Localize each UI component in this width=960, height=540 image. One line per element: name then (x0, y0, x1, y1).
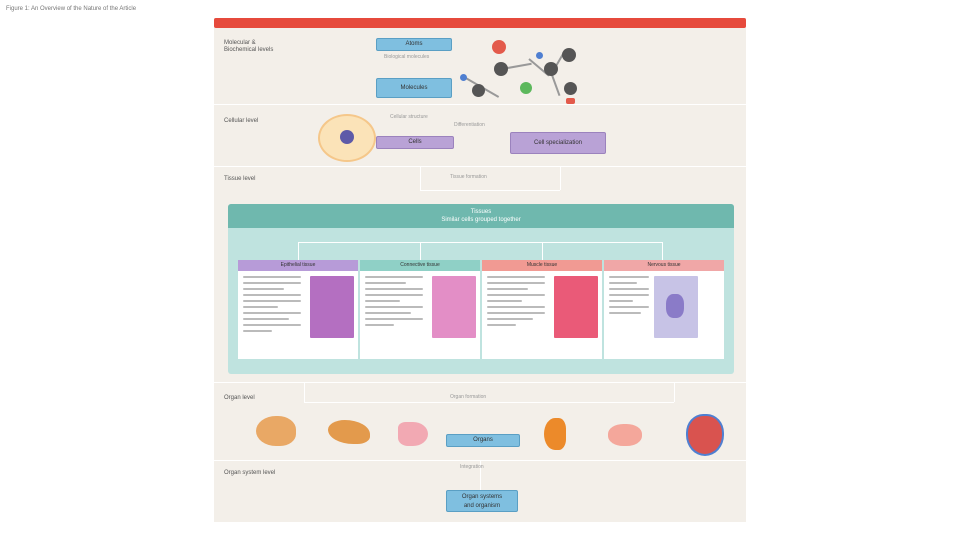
atom-icon (520, 82, 532, 94)
cells-tag: Cells (376, 136, 454, 149)
tissue-box: Tissues Similar cells grouped together E… (228, 204, 734, 374)
divider (214, 104, 746, 105)
atom-icon (494, 62, 508, 76)
atom-icon (544, 62, 558, 76)
tissue-card-title: Connective tissue (360, 260, 480, 271)
heart-icon (686, 414, 724, 456)
cell-specialization-tag: Cell specialization (510, 132, 606, 154)
atom-icon (536, 52, 543, 59)
figure-caption: Figure 1: An Overview of the Nature of t… (6, 6, 137, 12)
atom-icon (472, 84, 485, 97)
brain-icon (256, 416, 296, 446)
organ-systems-tag: Organ systems and organism (446, 490, 518, 512)
level-label-tissue: Tissue level (224, 176, 256, 182)
molecular-note: Biological molecules (384, 54, 430, 60)
organs-tag: Organs (446, 434, 520, 447)
divider (214, 382, 746, 383)
tissue-card-title: Epithelial tissue (238, 260, 358, 271)
epithelial-tissue-image (310, 276, 354, 338)
tissue-header-subtitle: Similar cells grouped together (441, 217, 521, 223)
atoms-tag: Atoms (376, 38, 452, 51)
tissue-card-nervous: Nervous tissue (604, 260, 724, 364)
organ-note: Organ formation (450, 394, 487, 400)
liver-icon (328, 420, 370, 444)
thyroid-icon (608, 424, 642, 446)
stomach-icon (398, 422, 428, 446)
atom-icon (492, 40, 506, 54)
atom-icon (566, 98, 575, 104)
divider (214, 166, 746, 167)
molecules-tag: Molecules (376, 78, 452, 98)
level-label-system: Organ system level (224, 470, 276, 476)
cell-icon (318, 114, 376, 162)
level-label-organ: Organ level (224, 395, 255, 401)
kidney-icon (544, 418, 566, 450)
tissue-card-muscle: Muscle tissue (482, 260, 602, 364)
muscle-tissue-image (554, 276, 598, 338)
organ-systems-tag-line2: and organism (463, 503, 501, 509)
tissue-header-title: Tissues (470, 209, 492, 215)
nervous-tissue-image (654, 276, 698, 338)
connective-tissue-image (432, 276, 476, 338)
diagram-panel: Molecular & Biochemical levels Cellular … (214, 18, 746, 522)
tissue-note: Tissue formation (450, 174, 487, 180)
tissue-card-epithelial: Epithelial tissue (238, 260, 358, 364)
tissue-header: Tissues Similar cells grouped together (228, 204, 734, 228)
tissue-card-connective: Connective tissue (360, 260, 480, 364)
differentiation-note: Differentiation (454, 122, 485, 128)
level-label-cellular: Cellular level (224, 118, 259, 124)
tissue-card-title: Nervous tissue (604, 260, 724, 271)
tissue-card-title: Muscle tissue (482, 260, 602, 271)
organ-systems-tag-line1: Organ systems (461, 494, 503, 500)
accent-bar (214, 18, 746, 28)
atom-icon (460, 74, 467, 81)
atom-icon (564, 82, 577, 95)
cellular-note: Cellular structure (390, 114, 428, 120)
system-note: Integration (460, 464, 484, 470)
level-label-molecular: Molecular & Biochemical levels (224, 40, 274, 53)
atom-icon (562, 48, 576, 62)
